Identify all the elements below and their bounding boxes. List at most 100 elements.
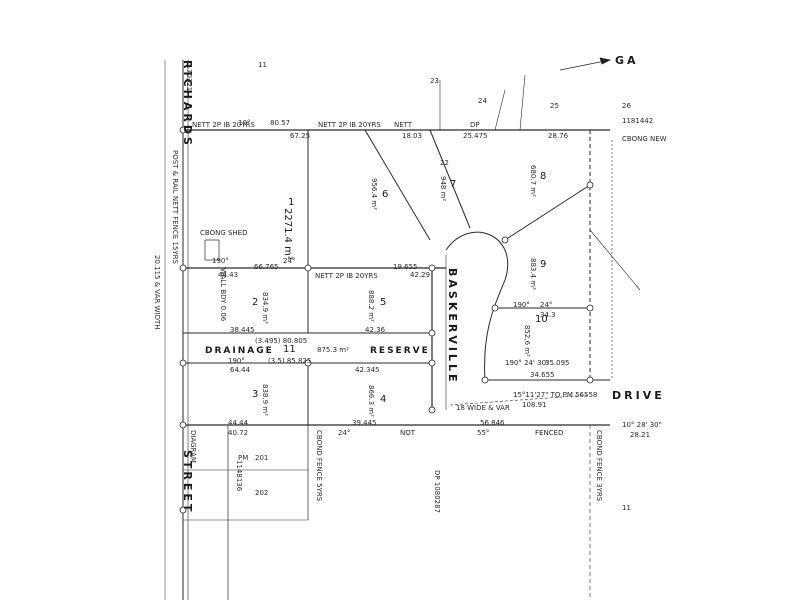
top-nett-label-b: NETT 2P IB 20YRS bbox=[318, 121, 381, 129]
dist-85825: (3.5) 85.825 bbox=[268, 357, 312, 365]
lot-area-4: 866.3 m² bbox=[367, 385, 375, 417]
dist-4444: 44.44 bbox=[228, 419, 249, 427]
dp-1148136: 1148136 bbox=[235, 460, 243, 492]
lot-number-7: 7 bbox=[450, 179, 457, 190]
upper-lot-22: 22 bbox=[440, 159, 449, 167]
dist-6444: 64.44 bbox=[230, 366, 251, 374]
dist-1803: 18.03 bbox=[402, 132, 423, 140]
upper-lot-line-b bbox=[494, 89, 506, 131]
survey-mark bbox=[179, 359, 187, 367]
lot-number-11: 11 bbox=[283, 344, 296, 355]
lot-number-1: 1 bbox=[288, 197, 295, 208]
lot-area-10: 852.6 m² bbox=[523, 325, 531, 357]
lot-number-9: 9 bbox=[540, 259, 547, 270]
bearing-190-24-30: 190° 24' 30" bbox=[505, 359, 550, 367]
dist-6725: 67.25 bbox=[290, 132, 311, 140]
lot-bottom-right: 11 bbox=[622, 504, 631, 512]
lot6-lot7-divider bbox=[364, 129, 431, 241]
survey-mark bbox=[501, 236, 509, 244]
bearing-190-mid: 190° bbox=[212, 257, 229, 265]
dist-343: 34.3 bbox=[540, 311, 556, 319]
fenced-label: FENCED bbox=[535, 429, 564, 437]
survey-mark bbox=[428, 406, 436, 414]
survey-mark bbox=[491, 304, 499, 312]
reserve-label: RESERVE bbox=[370, 346, 430, 356]
lot-area-7: 948 m² bbox=[439, 176, 447, 202]
lot-area-6: 956.4 m² bbox=[370, 178, 378, 210]
drainage-label: DRAINAGE bbox=[205, 346, 274, 356]
dist-42345: 42.345 bbox=[355, 366, 380, 374]
survey-mark bbox=[428, 329, 436, 337]
width-20115: 20.115 & VAR WIDTH bbox=[153, 255, 161, 330]
shed-label: CBONG SHED bbox=[200, 229, 248, 237]
bearing-190-right: 190° bbox=[513, 301, 530, 309]
top-nett-dp: NETT bbox=[394, 121, 413, 129]
upper-lot-line-c bbox=[519, 74, 526, 131]
dist-4229: 42.29 bbox=[410, 271, 431, 279]
lot-201: 201 bbox=[255, 454, 269, 462]
upper-lot-25: 25 bbox=[550, 102, 559, 110]
survey-mark bbox=[481, 376, 489, 384]
north-arrow-head bbox=[599, 57, 612, 65]
dp-1181442: 1181442 bbox=[622, 117, 654, 125]
lot-area-1: 2271.4 m² bbox=[282, 208, 293, 260]
survey-mark bbox=[586, 304, 594, 312]
lot-area-3: 838.9 m² bbox=[261, 384, 269, 416]
upper-lot-11: 11 bbox=[258, 61, 267, 69]
upper-lot-23: 23 bbox=[430, 77, 439, 85]
dist-35095: 35.095 bbox=[545, 359, 570, 367]
dist-38445: 38.445 bbox=[230, 326, 255, 334]
bearing-10-28-30: 10° 28' 30" bbox=[622, 421, 662, 429]
nett-2p-ib-20yrs-mid: NETT 2P IB 20YRS bbox=[315, 272, 378, 280]
bearing-190-lower: 190° bbox=[228, 357, 245, 365]
dist-10891: 108.91 bbox=[522, 401, 547, 409]
dist-56846: 56.846 bbox=[480, 419, 505, 427]
bearing-55-bottom: 55° bbox=[477, 429, 490, 437]
survey-mark bbox=[179, 126, 187, 134]
bearing-15-11-27: 15°11'27" TO PM 56558 bbox=[513, 391, 598, 399]
street-name-ga: GA bbox=[615, 54, 639, 67]
upper-lot-26: 26 bbox=[622, 102, 631, 110]
lot-area-11: 875.3 m² bbox=[317, 346, 349, 354]
upper-lot-24: 24 bbox=[478, 97, 487, 105]
bearing-10-top: 10° bbox=[238, 119, 251, 127]
dist-19655: 19.655 bbox=[393, 263, 418, 271]
dist-39445: 39.445 bbox=[352, 419, 377, 427]
lot-number-3: 3 bbox=[252, 389, 259, 400]
survey-mark bbox=[586, 181, 594, 189]
lot-number-6: 6 bbox=[382, 189, 389, 200]
dp-1170321: 1170321 bbox=[185, 60, 193, 92]
lot-number-2: 2 bbox=[252, 297, 259, 308]
survey-mark bbox=[304, 264, 312, 272]
bearing-24-mid: 24° bbox=[283, 257, 296, 265]
dist-4236: 42.36 bbox=[365, 326, 386, 334]
lot-area-9: 883.4 m² bbox=[529, 258, 537, 290]
bearing-24-bottom: 24° bbox=[338, 429, 351, 437]
street-name-drive: DRIVE bbox=[612, 389, 665, 402]
survey-mark bbox=[304, 359, 312, 367]
street-name-baskerville: BASKERVILLE bbox=[446, 268, 459, 385]
dist-8057: 80.57 bbox=[270, 119, 291, 127]
top-dp-label: DP bbox=[470, 121, 480, 129]
wall-bdy-label: WALL BDY 0.06 bbox=[219, 268, 227, 322]
survey-mark bbox=[428, 359, 436, 367]
post-rail-fence: POST & RAIL NETT FENCE 15YRS bbox=[171, 150, 179, 264]
pm-bearing-line bbox=[449, 394, 591, 406]
right-diagonal bbox=[589, 229, 641, 291]
dist-2876: 28.76 bbox=[548, 132, 569, 140]
dist-4072: 40.72 bbox=[228, 429, 249, 437]
dist-80805: (3.495) 80.805 bbox=[255, 337, 308, 345]
lot8-lot9-divider bbox=[504, 184, 591, 241]
shed-outline bbox=[204, 239, 220, 261]
fence-3yrs-label: CBOND FENCE 3YRS bbox=[595, 430, 603, 502]
survey-mark bbox=[179, 421, 187, 429]
lot-area-5: 888.2 m² bbox=[367, 290, 375, 322]
wide-var-label: 18 WIDE & VAR bbox=[456, 404, 510, 412]
survey-mark bbox=[428, 264, 436, 272]
lot-number-10: 10 bbox=[535, 314, 548, 325]
lot-202: 202 bbox=[255, 489, 269, 497]
dp-1080287: DP 1080287 bbox=[433, 470, 441, 514]
dist-4443: 44.43 bbox=[218, 271, 239, 279]
lot-area-2: 834.9 m² bbox=[261, 292, 269, 324]
cbong-new-label: CBONG NEW bbox=[622, 135, 667, 143]
